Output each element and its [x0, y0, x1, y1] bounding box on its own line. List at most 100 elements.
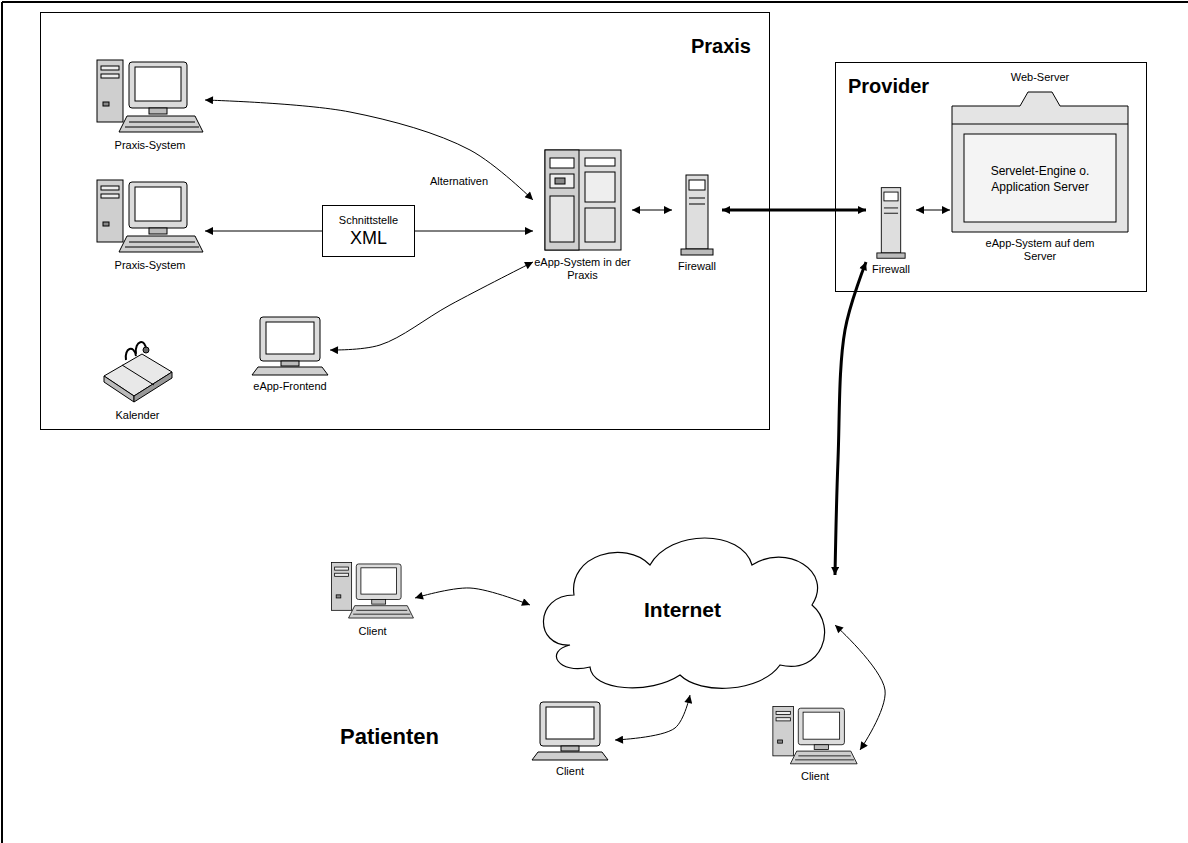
icon-part — [125, 247, 199, 248]
icon-part — [884, 213, 898, 214]
device-icon — [866, 185, 916, 260]
device-icon — [672, 172, 722, 257]
device-node: Praxis-System — [95, 58, 205, 152]
icon-part — [353, 614, 410, 615]
icon-part — [143, 347, 149, 353]
icon-part — [585, 208, 615, 242]
region-box: ProviderFirewallWeb-ServerServelet-Engin… — [835, 62, 1147, 292]
frame-line — [2, 1, 1188, 3]
icon-part — [952, 92, 1128, 232]
icon-part — [798, 708, 844, 745]
connector-arrow — [632, 210, 672, 211]
icon-part — [585, 172, 615, 202]
device-node: Kalender — [100, 330, 175, 422]
icon-part — [803, 712, 840, 739]
icon-part — [332, 562, 352, 610]
icon-part — [585, 158, 615, 166]
icon-part — [555, 178, 565, 184]
device-node: Praxis-System — [95, 178, 205, 272]
device-caption: Client — [358, 625, 386, 638]
icon-part — [101, 194, 119, 198]
device-node: Web-ServerServelet-Engine o. Application… — [950, 68, 1130, 263]
icon-part — [122, 365, 154, 385]
device-icon — [250, 315, 330, 377]
icon-part — [372, 600, 386, 605]
server-caption: Web-Server — [1011, 71, 1069, 84]
device-caption: Praxis-System — [115, 139, 186, 152]
icon-part — [550, 174, 574, 188]
device-icon — [525, 700, 615, 762]
connector-arrow — [835, 262, 866, 575]
icon-part — [101, 74, 119, 78]
device-caption: Client — [801, 770, 829, 783]
icon-part — [814, 745, 828, 750]
icon-part — [349, 606, 414, 618]
device-node: Firewall — [866, 185, 916, 276]
device-caption: eApp-Frontend — [253, 380, 326, 393]
icon-part — [252, 367, 328, 375]
interface-box: SchnittstelleXML — [322, 205, 415, 257]
connector-arrow — [415, 588, 530, 605]
region-box: PraxisPraxis-SystemPraxis-SystemKalender… — [40, 12, 770, 430]
icon-part — [129, 122, 195, 123]
interface-label: Schnittstelle — [339, 213, 398, 227]
icon-part — [129, 242, 195, 243]
interface-label: XML — [350, 227, 387, 249]
connector-arrow — [415, 231, 533, 232]
group-label: Patienten — [340, 724, 439, 750]
server-box: Servelet-Engine o. Application Server — [950, 84, 1130, 234]
device-node: eApp-System in der Praxis — [533, 148, 632, 282]
icon-part — [149, 108, 167, 114]
icon-part — [149, 228, 167, 234]
icon-part — [101, 66, 119, 70]
icon-part — [877, 253, 905, 258]
icon-part — [550, 196, 574, 242]
device-icon — [95, 58, 205, 136]
connector-arrow — [615, 695, 690, 740]
device-caption: Firewall — [678, 260, 716, 273]
icon-part — [540, 702, 600, 746]
icon-part — [135, 187, 181, 221]
icon-part — [129, 182, 187, 228]
connector-arrow — [205, 231, 322, 232]
icon-part — [281, 361, 299, 366]
region-title: Praxis — [691, 35, 751, 58]
icon-part — [101, 186, 119, 190]
device-caption: Kalender — [115, 409, 159, 422]
icon-part — [266, 322, 314, 354]
icon-part — [550, 158, 574, 168]
icon-part — [97, 60, 123, 122]
device-caption: eApp-System in der Praxis — [533, 256, 632, 282]
icon-part — [952, 124, 1128, 125]
connector-arrow — [330, 262, 533, 350]
icon-part — [689, 180, 705, 190]
device-node: Client — [330, 560, 415, 638]
icon-part — [795, 759, 854, 760]
device-node: Firewall — [672, 172, 722, 273]
device-node: Client — [770, 705, 860, 783]
server-text: Servelet-Engine o. Application Server — [968, 144, 1112, 214]
icon-part — [546, 707, 594, 739]
device-icon — [330, 560, 415, 622]
device-icon — [100, 330, 175, 406]
icon-part — [790, 751, 857, 764]
icon-part — [689, 204, 705, 205]
icon-part — [884, 207, 898, 208]
icon-part — [135, 67, 181, 101]
icon-part — [103, 102, 109, 106]
cloud-label: Internet — [530, 525, 835, 695]
icon-part — [104, 376, 134, 402]
icon-part — [689, 198, 705, 199]
icon-part — [356, 564, 401, 600]
alternatives-label: Alternativen — [430, 175, 488, 187]
icon-part — [336, 595, 341, 598]
connector-arrow — [722, 209, 866, 212]
connector-arrow — [205, 100, 533, 200]
icon-part — [126, 349, 136, 360]
icon-part — [545, 150, 621, 250]
icon-part — [260, 317, 320, 361]
icon-part — [103, 222, 109, 226]
icon-part — [884, 192, 898, 201]
device-icon — [535, 148, 630, 253]
